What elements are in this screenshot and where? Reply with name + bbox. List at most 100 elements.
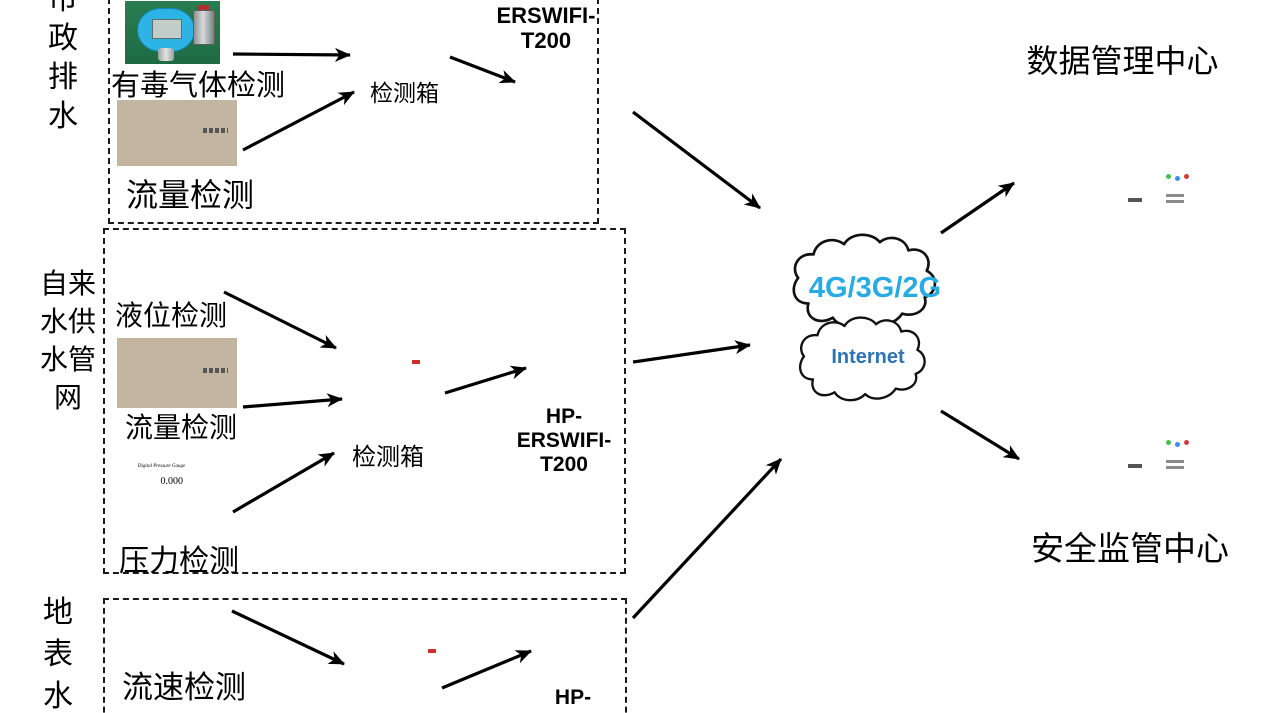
module-led (565, 104, 573, 106)
cabinet-button (380, 698, 388, 706)
cabinet-button (419, 698, 427, 706)
cabinet-logo (428, 649, 436, 653)
module-terminal-bottom (560, 140, 576, 148)
module-terminal-top (524, 49, 538, 57)
flow-meter-label-plate (147, 132, 161, 139)
module-led (584, 649, 591, 651)
cabinet-indicator-row (384, 663, 418, 667)
pressure-gauge-button (170, 496, 177, 503)
pressure-gauge-lcd: 0.000 (136, 472, 186, 492)
sensor-label-velocity: 流速检测 (122, 670, 246, 705)
computer-mouse (1173, 213, 1212, 245)
sensor-label-toxic-gas: 有毒气体检测 (111, 70, 286, 102)
monitor-brand-strip (1128, 464, 1142, 468)
cabinet-button (393, 698, 401, 706)
module-print (531, 128, 547, 130)
tower-slot (1166, 466, 1184, 469)
partial-sensor-photo (122, 706, 218, 713)
cabinet-indicator-row (374, 381, 400, 384)
wifi-module-photo-3 (545, 603, 603, 688)
module-led (593, 367, 600, 369)
arrow-module1-to-cloud (632, 110, 761, 210)
module-logo (559, 634, 567, 642)
detection-cabinet-photo-3 (372, 646, 440, 713)
pressure-gauge-reading: 0.000 (160, 476, 184, 487)
module-antenna-connector (526, 141, 531, 150)
module-terminal-top (552, 596, 565, 604)
group-label-surface-water: 地 表 水 (43, 596, 73, 713)
cabinet-indicator-row (384, 670, 412, 673)
wifi-module-photo-1 (516, 56, 587, 143)
cabinet-button (406, 409, 414, 417)
module-print (583, 390, 602, 392)
module-led (584, 663, 591, 665)
cabinet-display-panel (372, 371, 410, 391)
computer-keyboard (1016, 210, 1160, 244)
gas-detector-side-cylinder (193, 10, 215, 45)
module-faceplate (558, 314, 606, 397)
pressure-gauge-stripe (142, 506, 180, 508)
flow-meter-buttons (203, 368, 228, 373)
flow-meter-buttons (203, 128, 228, 133)
flow-meter-label-plate (147, 373, 161, 380)
level-sensor-display (181, 247, 199, 254)
module-faceplate (551, 607, 597, 684)
module-label-3: HP- (554, 686, 592, 709)
sensor-label-flow-2: 流量检测 (125, 413, 238, 444)
gas-detector-wires (197, 5, 209, 10)
arrow-module2-to-cloud (632, 340, 751, 364)
tower-led (1175, 442, 1180, 447)
cabinet-handle (429, 27, 435, 41)
wifi-module-photo-2 (552, 310, 612, 401)
module-led (565, 111, 573, 113)
tower-vents (1164, 100, 1194, 122)
computer-tower (1158, 360, 1215, 478)
cabinet-indicator-row (382, 16, 412, 19)
flow-meter-display (203, 113, 228, 125)
group-label-municipal-drainage: 市 政 排 水 (48, 0, 78, 133)
cabinet-button (377, 39, 386, 48)
cabinet-handle (413, 393, 418, 405)
group-label-water-supply: 自来 水供 水管 网 (39, 269, 96, 414)
cabinet-label-2: 检测箱 (352, 445, 424, 471)
module-terminal-top (559, 303, 572, 311)
tower-vents (1164, 366, 1194, 388)
cabinet-handle (428, 682, 433, 694)
level-sensor-photo (117, 232, 212, 295)
computer-keyboard (1016, 476, 1160, 510)
tower-emblem (1170, 149, 1185, 164)
monitor-screen (1024, 122, 1147, 194)
pressure-gauge-stripe (144, 510, 178, 512)
cabinet-display-panel (382, 660, 424, 680)
flow-meter-photo-1 (117, 100, 237, 166)
cabinet-indicator-row (374, 374, 404, 378)
flow-meter-flange-right (183, 113, 195, 159)
velocity-sensor-photo (129, 598, 224, 666)
module-led (565, 118, 573, 120)
gas-detector-screen (152, 19, 182, 39)
module-led (593, 374, 600, 376)
velocity-sensor-vane (171, 642, 180, 656)
computer-tower (1158, 94, 1215, 212)
gas-detector-sensor-head (158, 48, 174, 61)
sensor-label-level: 液位检测 (115, 301, 228, 332)
monitor-screen (1024, 388, 1147, 460)
cabinet-display-panel (379, 6, 426, 28)
pressure-gauge-button (157, 496, 164, 503)
module-label-2: HP- ERSWIFI- T200 (516, 405, 612, 476)
tower-slot (1166, 200, 1184, 203)
pressure-gauge-title: Digital Pressure Gauge (137, 464, 186, 469)
computer-mouse (1173, 479, 1212, 511)
arrow-cloud-to-data-center (940, 181, 1015, 235)
cabinet-button (419, 39, 428, 48)
module-print (575, 677, 593, 679)
monitor-brand-strip (1128, 198, 1142, 202)
tower-emblem (1170, 415, 1185, 430)
flow-meter-display (203, 353, 228, 365)
safety-center-label: 安全监管中心 (1031, 532, 1229, 568)
flow-meter-flange-right (183, 353, 195, 401)
arrow-cloud-to-safety-center (940, 409, 1020, 461)
velocity-sensor-display (166, 605, 186, 613)
detection-cabinet-photo-1 (368, 1, 441, 62)
